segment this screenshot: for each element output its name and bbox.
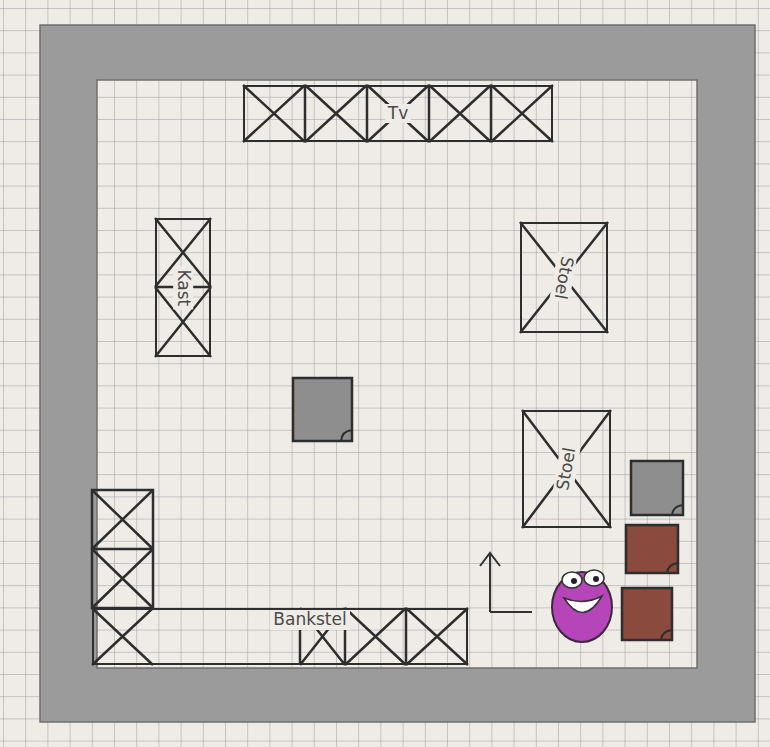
furniture-label: Stoel <box>550 252 578 304</box>
furniture-label: Kast <box>173 266 193 309</box>
chair: Stoel <box>520 222 608 333</box>
stoel-cross <box>520 222 608 333</box>
character-mouth <box>564 596 602 613</box>
tv-cell <box>429 85 491 142</box>
bankstel-cell <box>92 549 153 608</box>
bankstel-cell <box>92 490 153 549</box>
bankstel-cell <box>345 608 406 665</box>
furniture-label: Stoel <box>553 443 581 495</box>
tv-cell <box>367 85 429 142</box>
chair: Stoel <box>522 410 611 528</box>
tv-cell <box>491 85 553 142</box>
furniture-crosses <box>92 85 611 665</box>
bankstel-cell <box>92 608 153 665</box>
bankstel-cell <box>406 608 468 665</box>
direction-arrow <box>480 553 532 612</box>
stone-block <box>293 378 352 441</box>
character-pupil <box>593 576 599 582</box>
tv-cell <box>243 85 305 142</box>
character-pupil <box>571 578 577 584</box>
block-corner <box>661 630 672 640</box>
tv-cell <box>305 85 367 142</box>
block-corner <box>341 430 352 441</box>
player-character <box>552 570 612 642</box>
furniture-label: Bankstel <box>270 610 349 630</box>
character-eye <box>584 570 604 586</box>
wall <box>40 25 755 722</box>
bankstel-arm <box>92 490 153 608</box>
brick-block <box>626 525 678 573</box>
furniture-label: Tv <box>385 104 411 124</box>
stone-block <box>631 461 683 515</box>
stoel-cross <box>522 410 611 528</box>
character-eye <box>562 572 582 588</box>
tv-unit: Tv <box>243 85 553 142</box>
brick-block <box>622 588 672 640</box>
cabinet: Kast <box>155 218 211 357</box>
sofa: Bankstel <box>92 608 468 665</box>
block-corner <box>672 505 683 515</box>
block-corner <box>667 563 678 573</box>
